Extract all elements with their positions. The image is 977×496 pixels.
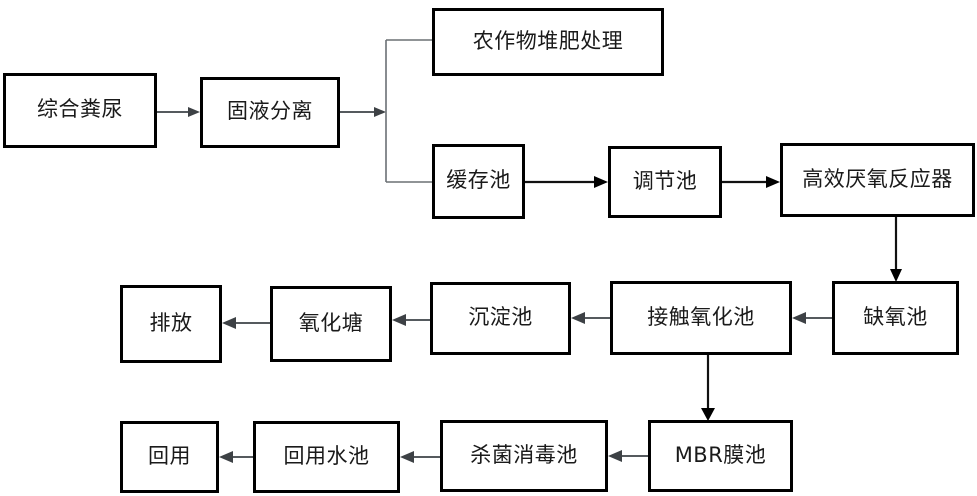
node-label: 氧化塘 [298,310,364,335]
node-reuse-water-pond[interactable]: 回用水池 [253,421,400,493]
edge-oxidation-pond-to-discharge [222,317,270,329]
edge-reuse-pond-to-reuse [219,451,253,463]
node-label: 回用水池 [283,443,370,468]
edge-separation-to-split [340,107,386,117]
node-label: 杀菌消毒池 [470,442,578,467]
edge-anoxic-to-contact-oxidation [792,312,832,324]
edge-contact-oxidation-to-sedimentation [571,312,610,324]
node-label: 综合粪尿 [37,97,123,121]
edge-feces-to-separation [157,107,200,117]
edge-split-bracket [385,39,432,183]
node-label: 固液分离 [227,99,313,123]
edge-sedimentation-to-oxidation-pond [392,314,430,326]
node-high-efficiency-anaerobic-reactor[interactable]: 高效厌氧反应器 [780,143,975,217]
node-label: 回用 [148,443,191,468]
edge-anaerobic-to-anoxic [890,217,902,282]
node-disinfection-tank[interactable]: 杀菌消毒池 [440,420,608,492]
node-solid-liquid-separation[interactable]: 固液分离 [200,77,340,148]
node-label: 调节池 [632,168,698,193]
node-discharge[interactable]: 排放 [120,285,222,363]
node-comprehensive-manure[interactable]: 综合粪尿 [3,73,157,148]
node-label: 缓存池 [446,168,511,192]
edge-mbr-to-disinfection [608,450,648,462]
node-crop-composting[interactable]: 农作物堆肥处理 [432,8,664,76]
node-buffer-tank[interactable]: 缓存池 [432,144,525,219]
edge-disinfection-to-reuse-pond [400,451,440,463]
node-label: 高效厌氧反应器 [802,166,953,191]
node-sedimentation-tank[interactable]: 沉淀池 [430,282,571,355]
node-contact-oxidation-tank[interactable]: 接触氧化池 [610,281,792,355]
node-label: MBR膜池 [674,442,767,467]
node-label: 排放 [149,310,193,335]
node-label: 农作物堆肥处理 [472,28,624,53]
node-label: 缺氧池 [863,304,928,329]
node-anoxic-tank[interactable]: 缺氧池 [832,281,959,355]
node-reuse[interactable]: 回用 [120,421,219,493]
edge-contact-oxidation-to-mbr [701,355,715,421]
node-oxidation-pond[interactable]: 氧化塘 [270,286,392,362]
edge-adjust-to-anaerobic [722,176,780,188]
node-label: 沉淀池 [468,305,533,329]
edge-buffer-to-adjust [525,176,608,188]
node-label: 接触氧化池 [647,304,755,329]
node-mbr-membrane-tank[interactable]: MBR膜池 [648,420,793,492]
node-adjusting-tank[interactable]: 调节池 [608,146,722,218]
